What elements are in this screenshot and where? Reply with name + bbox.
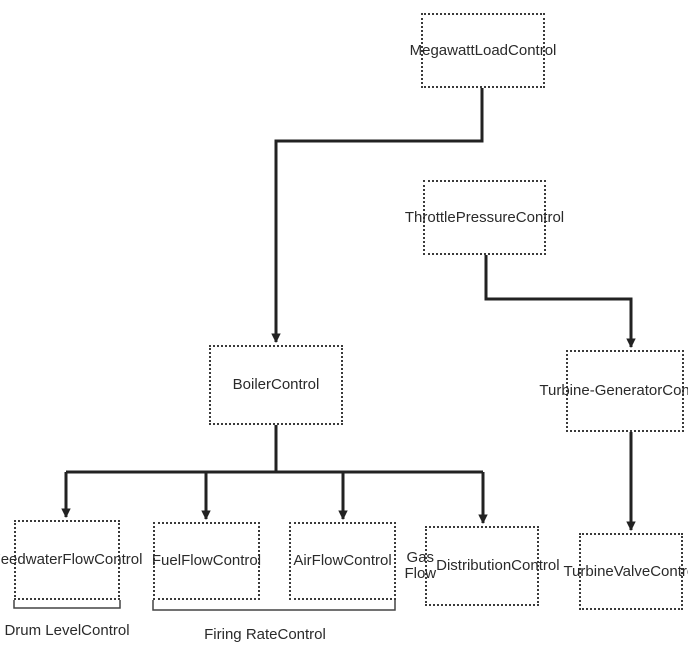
- firing-rate-control-label: Firing RateControl: [204, 626, 326, 643]
- connector-throttle-turbine-generator: [484, 255, 636, 348]
- bracket-drum-level: [13, 600, 121, 609]
- turbine-valve-control-box: TurbineValveControl: [563, 533, 688, 610]
- bracket-firing-rate: [152, 600, 396, 611]
- connector-megawatt-boiler: [271, 88, 484, 343]
- feedwater-flow-control-box: FeedwaterFlowControl: [0, 520, 142, 600]
- turbine-generator-control-box: Turbine-GeneratorControl: [539, 350, 688, 432]
- drum-level-control-label: Drum LevelControl: [4, 622, 130, 639]
